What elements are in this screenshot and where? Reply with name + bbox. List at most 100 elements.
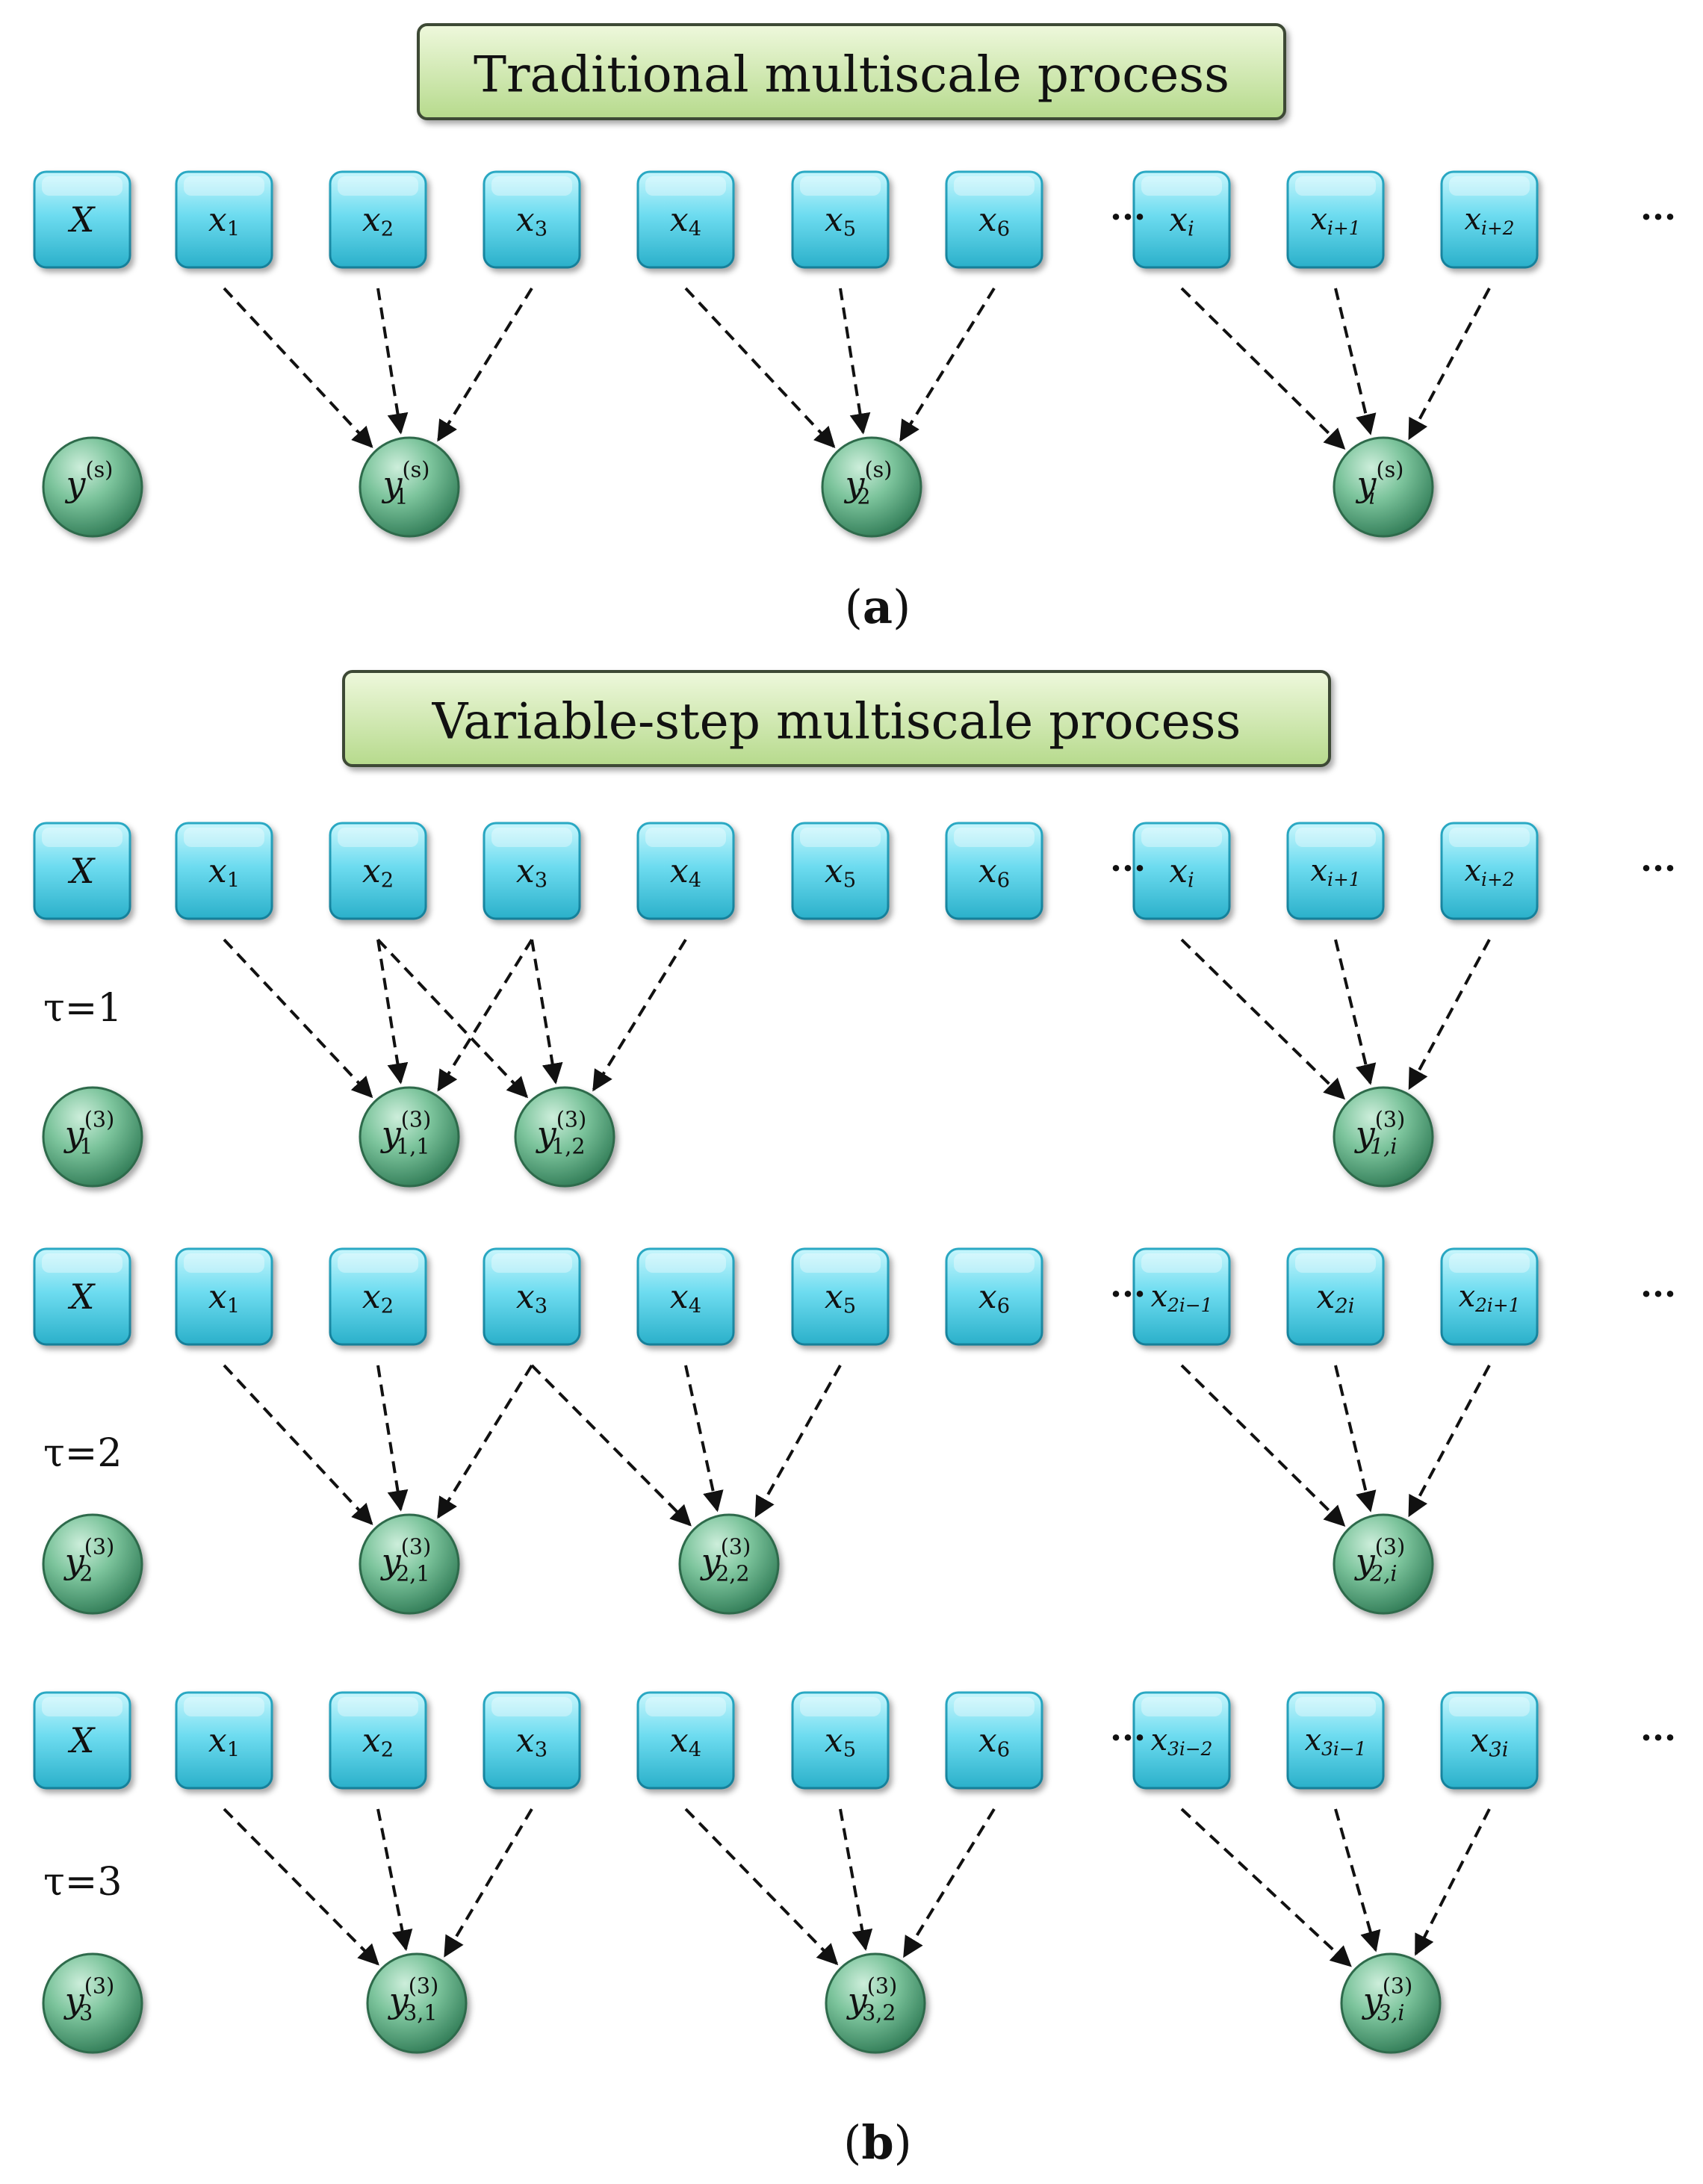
row0-node-0 [359,436,460,538]
row2-label-box [33,1247,131,1346]
row0-box-4-label: x5 [825,201,856,241]
row2-arrow-6 [1180,1364,1346,1527]
row0-box-8-label-sub: i+2 [1481,217,1514,239]
row3-label-box [33,1691,131,1790]
panel-b-caption: (b) [843,2115,912,2170]
row1-node-0-label-sub: 1,1 [396,1134,429,1158]
row0-arrow-5 [899,287,996,442]
row1-arrow-2 [437,938,533,1092]
row3-arrow-1 [376,1808,413,1952]
row1-box-4 [791,822,890,920]
row1-box-7-label-sub: i+1 [1327,869,1360,890]
row3-box-4-label-base: x [825,1722,843,1760]
row0-box-1-label: x2 [362,201,394,241]
row3-box-6-label-base: x [1151,1723,1168,1758]
row1-box-3-label: x4 [670,852,701,892]
row1-node-1-label: y(3)1,2 [536,1107,586,1158]
row3-box-4 [791,1691,890,1790]
row2-label-box-label: X [68,1276,96,1317]
panel-a-title-box [417,23,1286,120]
row2-box-2-label: x3 [516,1278,547,1318]
row3-box-6-gloss [1141,1697,1222,1716]
row1-box-0-label-sub: 1 [227,869,240,892]
row1-arrow-0 [223,938,373,1099]
panel-b-title: Variable-step multiscale process [432,693,1241,751]
row2-box-8-label-sub: 2i+1 [1474,1294,1520,1316]
row3-box-3-gloss [645,1697,726,1716]
row2-box-8 [1440,1247,1539,1346]
row2-arrow-0 [223,1364,373,1525]
row0-label-box-gloss [42,176,122,196]
row3-box-1 [329,1691,427,1790]
row0-node-1-label-sup: (s) [865,457,893,482]
row2-box-7-label-sub: 2i [1334,1294,1354,1318]
row2-box-1-label-sub: 2 [381,1294,394,1318]
row3-arrow-3 [684,1808,839,1966]
row3-box-3 [636,1691,735,1790]
row2-box-5 [945,1247,1043,1346]
row0-box-2 [483,170,581,269]
row2-box-0-gloss [184,1253,264,1273]
panel-b-caption-letter: b [861,2115,893,2170]
row1-box-1-gloss [338,828,418,847]
row2-box-1-label: x2 [362,1278,394,1318]
row3-box-5-gloss [954,1697,1034,1716]
row1-box-8-label: xi+2 [1464,854,1514,890]
row1-box-2-gloss [491,828,572,847]
row1-box-0 [175,822,273,920]
row2-label-box-label-base: X [68,1276,96,1317]
row2-box-6-label: x2i−1 [1151,1279,1213,1316]
row0-node-1 [821,436,922,538]
row3-box-8-label-base: x [1471,1722,1489,1760]
row1-node-2-label-base: y [1354,1114,1376,1154]
row3-box-7-gloss [1295,1697,1376,1716]
row1-box-6 [1132,822,1231,920]
row0-box-6-gloss [1141,176,1222,196]
row2-label-box-gloss [42,1253,122,1273]
row2-arrow-2 [437,1364,533,1519]
row3-box-1-label-base: x [362,1722,381,1760]
row1-box-2-label-sub: 3 [535,869,547,892]
row2-box-4-label: x5 [825,1278,856,1318]
row3-box-3-label-sub: 4 [689,1738,701,1761]
row3-box-2-gloss [491,1697,572,1716]
row2-box-7 [1286,1247,1385,1346]
row2-box-8-gloss [1449,1253,1530,1273]
row0-box-6-label-base: x [1169,201,1188,239]
row0-box-0-label-base: x [208,201,227,239]
row3-arrow-8 [1414,1808,1491,1956]
row2-box-5-label-sub: 6 [997,1294,1010,1318]
row1-box-3-label-base: x [670,852,689,890]
row3-arrow-7 [1334,1808,1381,1952]
row3-box-8-label-sub: 3i [1489,1738,1508,1761]
row1-box-1-label: x2 [362,852,394,892]
row3-label-box-label-base: X [68,1720,96,1760]
row0-box-1-gloss [338,176,418,196]
panel-a-title: Traditional multiscale process [474,46,1229,104]
row3-box-6 [1132,1691,1231,1790]
row1-box-1-label-sub: 2 [381,869,394,892]
row2-box-5-label-base: x [978,1278,997,1316]
row1-node-label-label: y(3)1 [63,1107,114,1158]
row2-box-3-label-base: x [670,1278,689,1316]
row2-box-3 [636,1247,735,1346]
row3-label-box-label: X [68,1720,96,1760]
row2-node-2-label-base: y [1354,1541,1376,1581]
row3-box-5-label-base: x [978,1722,997,1760]
row1-node-0-label-sup: (3) [401,1107,431,1132]
row0-label-box [33,170,131,269]
row1-box-5-gloss [954,828,1034,847]
row2-node-2-label-sub: 2,i [1369,1561,1397,1586]
row0-box-3-gloss [645,176,726,196]
row0-box-2-gloss [491,176,572,196]
row0-box-3-label: x4 [670,201,701,241]
row3-node-0 [366,1952,468,2054]
row1-box-8 [1440,822,1539,920]
row0-box-0-gloss [184,176,264,196]
row1-box-0-label: x1 [208,852,240,892]
row0-box-7 [1286,170,1385,269]
row3-box-4-label: x5 [825,1722,856,1761]
row3-box-8-label: x3i [1471,1722,1509,1761]
